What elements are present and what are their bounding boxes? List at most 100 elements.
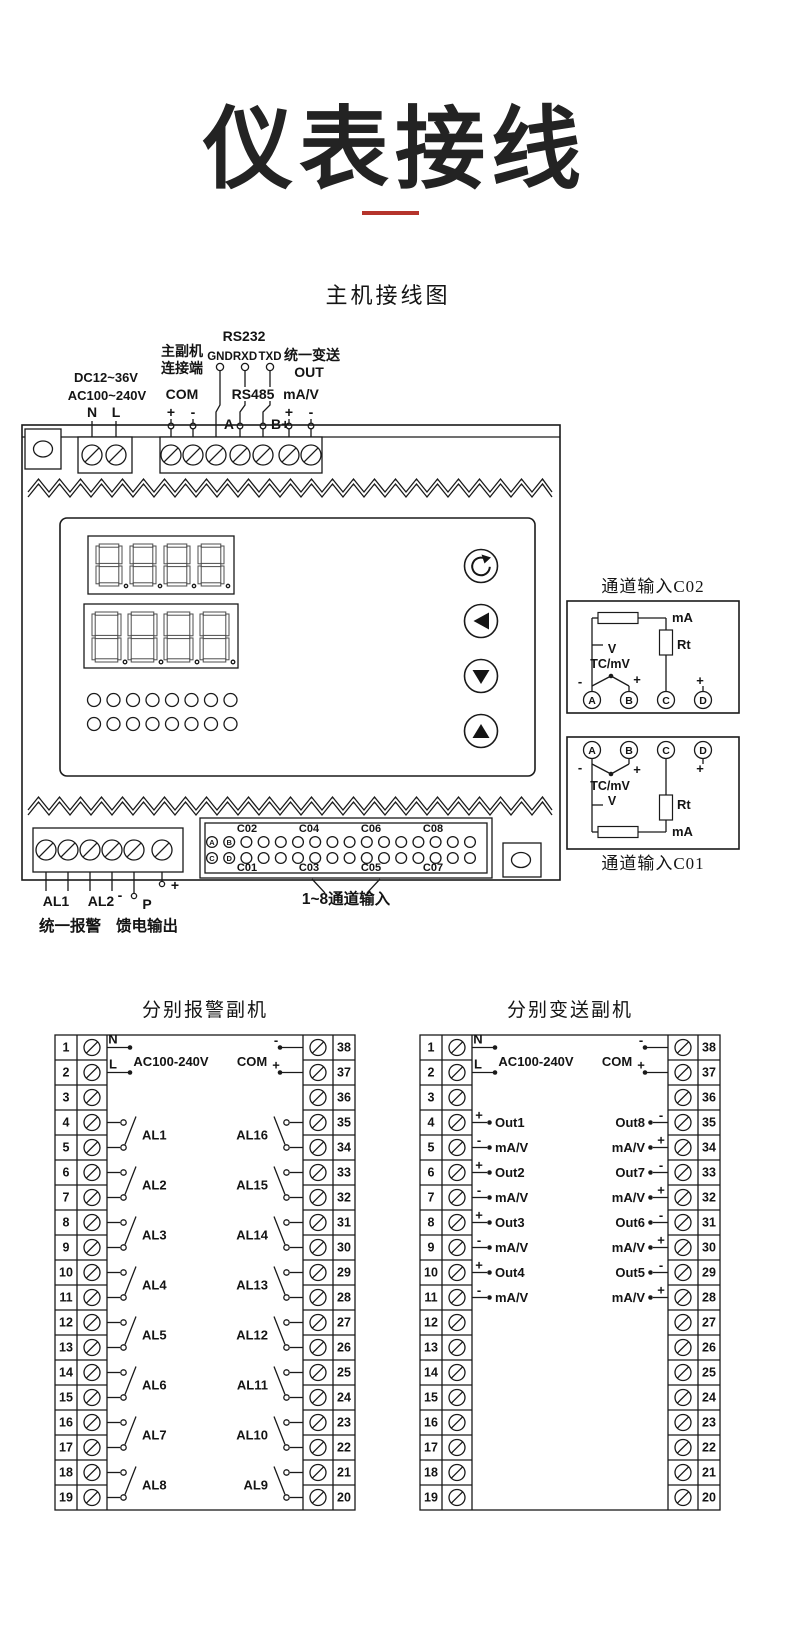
screw-terminal <box>79 839 101 861</box>
terminal-number: 20 <box>337 1491 351 1505</box>
label-rt: Rt <box>677 797 691 812</box>
p-plus-node <box>158 880 166 888</box>
screw-terminal <box>252 444 274 466</box>
nl-wires <box>91 421 117 437</box>
screw-terminal <box>83 1438 101 1457</box>
screw-terminal <box>674 1088 692 1107</box>
channel-terminal <box>240 835 253 849</box>
label-v: V <box>608 794 617 808</box>
terminal-number: 23 <box>337 1416 351 1430</box>
switch-contact <box>120 1419 127 1426</box>
seven-segment-digit <box>129 543 157 587</box>
channel-terminal-block-inner <box>204 822 488 874</box>
switch-contact <box>120 1469 127 1476</box>
screw-terminal <box>674 1338 692 1357</box>
serration-line <box>27 800 553 817</box>
screw-terminal <box>123 839 145 861</box>
seven-segment-digit <box>197 543 225 587</box>
terminal-number: 36 <box>702 1091 716 1105</box>
top-wiring-labels: RS232 主副机 连接端 GND RXD TXD 统一变送 OUT DC12~… <box>68 328 341 437</box>
screw-terminal <box>83 1063 101 1082</box>
terminal-letter: C <box>209 854 215 863</box>
terminal-number: 12 <box>59 1316 73 1330</box>
screw-terminal <box>674 1188 692 1207</box>
screw-terminal <box>83 1138 101 1157</box>
label-rs232: RS232 <box>223 328 266 344</box>
screw-terminal <box>674 1113 692 1132</box>
top-screw-terminals <box>81 444 322 466</box>
screw-terminal <box>674 1388 692 1407</box>
screw-terminal <box>674 1238 692 1257</box>
label-p: P <box>142 896 151 912</box>
terminal-number: 31 <box>702 1216 716 1230</box>
label-l: L <box>109 1057 117 1072</box>
terminal-number: 32 <box>337 1191 351 1205</box>
terminal-number: 1 <box>63 1041 70 1055</box>
label-link-1: 主副机 <box>161 343 203 359</box>
channel-terminal <box>463 835 477 849</box>
terminal-letter: A <box>209 838 215 847</box>
channel-terminal <box>343 851 356 865</box>
label-com: COM <box>602 1054 632 1069</box>
screw-terminal <box>448 1263 466 1282</box>
switch-contact <box>283 1194 290 1201</box>
terminal-number: 29 <box>702 1266 716 1280</box>
wire-node <box>487 1245 492 1250</box>
screw-terminal <box>57 839 79 861</box>
sign-minus: - <box>477 1133 481 1148</box>
sign-plus: + <box>657 1233 665 1248</box>
label-ac-range: AC100-240V <box>498 1054 573 1069</box>
terminal-number: 3 <box>63 1091 70 1105</box>
seven-segment-digit <box>95 543 123 587</box>
wire-node <box>277 1070 283 1075</box>
terminal-number: 4 <box>63 1116 70 1130</box>
wire-node <box>492 1070 498 1075</box>
label-n: N <box>108 1032 117 1047</box>
label-out-unit: mA/V <box>612 1190 646 1205</box>
label-al1: AL1 <box>43 893 70 909</box>
switch-contact <box>283 1294 290 1301</box>
screw-terminal <box>674 1138 692 1157</box>
terminal-number: 11 <box>424 1291 437 1305</box>
screw-terminal <box>83 1388 101 1407</box>
device-outline <box>21 424 561 881</box>
label-alarm-relay: AL16 <box>236 1128 268 1143</box>
switch-contact <box>120 1244 127 1251</box>
terminal-number: 24 <box>337 1391 351 1405</box>
terminal-number: 21 <box>702 1466 716 1480</box>
channel-terminal <box>205 835 219 849</box>
terminal-number: 30 <box>702 1241 716 1255</box>
switch-contact <box>283 1119 290 1126</box>
label-alarm-relay: AL7 <box>142 1428 167 1443</box>
label-tc-mv: TC/mV <box>590 779 630 793</box>
label-dc-range: DC12~36V <box>74 370 138 385</box>
channel-terminal <box>309 851 322 865</box>
title-underline <box>362 211 419 215</box>
terminal-number: 17 <box>59 1441 73 1455</box>
screw-terminal <box>448 1238 466 1257</box>
terminal-number: 3 <box>428 1091 435 1105</box>
pin-b <box>259 422 267 430</box>
terminal-letter: B <box>226 838 232 847</box>
wire-node <box>648 1245 653 1250</box>
label-alarm-relay: AL9 <box>243 1478 268 1493</box>
screw-terminal <box>83 1288 101 1307</box>
terminal-number: 27 <box>337 1316 351 1330</box>
terminal-number: 31 <box>337 1216 351 1230</box>
channel-terminal-letter: B <box>625 695 633 707</box>
screw-terminal <box>205 444 227 466</box>
screw-terminal <box>674 1313 692 1332</box>
terminal-number: 37 <box>337 1066 351 1080</box>
mount-ear-top-left <box>24 428 62 470</box>
label-txd: TXD <box>259 351 282 363</box>
screw-terminal <box>83 1413 101 1432</box>
led-indicator <box>145 692 160 708</box>
label-com-plus: + <box>637 1058 645 1073</box>
seven-segment-digit <box>163 611 194 663</box>
channel-terminal-block <box>199 817 493 879</box>
wire-node <box>487 1220 492 1225</box>
wire-node <box>487 1145 492 1150</box>
screw-terminal <box>448 1488 466 1507</box>
